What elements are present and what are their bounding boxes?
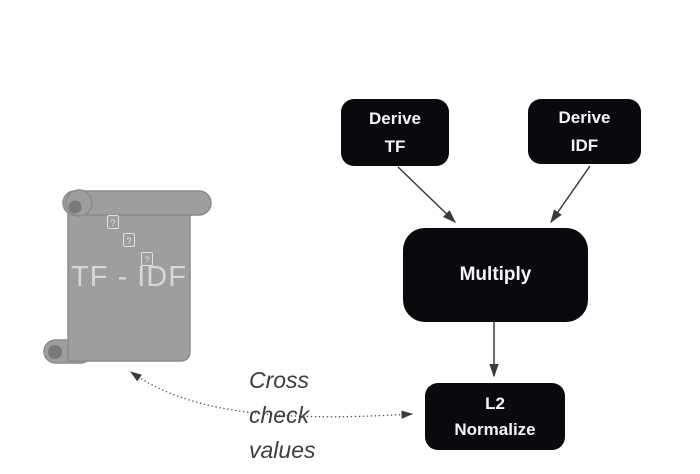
- scroll-top-curl-inner: [68, 200, 82, 214]
- scroll-shape: [43, 189, 212, 364]
- scroll-body: [67, 202, 191, 362]
- node-l2-normalize: L2 Normalize: [425, 383, 565, 450]
- missing-glyph-box: ?: [107, 215, 119, 229]
- annotation-cross-check-values: Cross check values: [249, 367, 316, 463]
- scroll-top-roll: [62, 190, 212, 216]
- scroll-title-tf-idf: TF - IDF: [71, 261, 187, 293]
- arrow-derive-tf-to-multiply: [397, 166, 456, 223]
- missing-glyph-box: ?: [123, 233, 135, 247]
- scroll-bottom-curl: [48, 345, 62, 359]
- node-multiply: Multiply: [403, 228, 588, 322]
- arrow-derive-idf-to-multiply: [550, 165, 591, 224]
- node-label: L2 Normalize: [454, 394, 536, 439]
- node-label: Derive IDF: [558, 107, 611, 155]
- missing-glyph-box: ?: [141, 252, 153, 266]
- node-derive-idf: Derive IDF: [528, 99, 641, 164]
- node-label: Multiply: [459, 264, 532, 285]
- node-label: Derive TF: [369, 108, 421, 156]
- node-derive-tf: Derive TF: [341, 99, 449, 166]
